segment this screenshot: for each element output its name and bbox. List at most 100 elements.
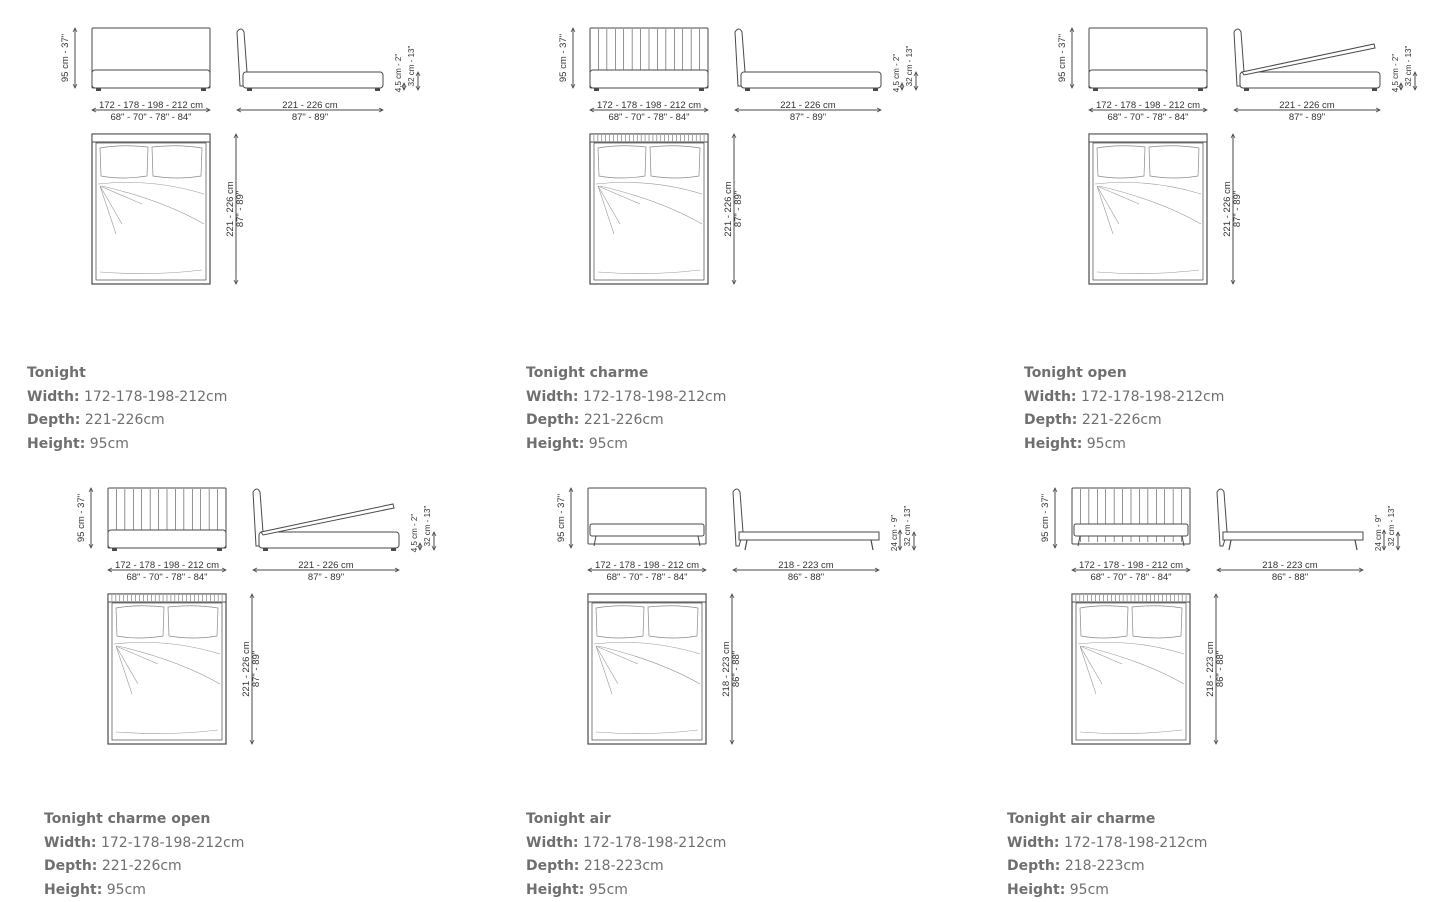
product-title: Tonight — [27, 362, 227, 386]
side-depth-label-cm: 221 - 226 cm — [298, 560, 354, 571]
plan-depth-label-in: 86" - 88" — [1215, 651, 1226, 687]
plan-outline — [1072, 594, 1190, 744]
front-foot — [594, 88, 599, 91]
plan-outline — [1089, 134, 1207, 284]
side-clearance-label: 4,5 cm - 2" — [892, 54, 901, 93]
side-clearance-label: 4,5 cm - 2" — [1391, 54, 1400, 93]
front-width-label-in: 68" - 70" - 78" - 84" — [608, 112, 689, 123]
front-base — [108, 530, 226, 548]
front-width-label-in: 68" - 70" - 78" - 84" — [126, 572, 207, 583]
product-title: Tonight charme — [526, 362, 726, 386]
plan-pillow-right — [152, 146, 202, 178]
side-depth-label-in: 86" - 88" — [1272, 572, 1308, 583]
plan-depth-label-in: 87" - 89" — [251, 651, 262, 687]
plan-mattress — [592, 603, 702, 740]
depth-spec: Depth: 221-226cm — [1024, 409, 1224, 433]
front-width-label-in: 68" - 70" - 78" - 84" — [1090, 572, 1171, 583]
side-foot — [873, 88, 878, 91]
plan-headboard — [1089, 134, 1207, 142]
side-depth-label-cm: 221 - 226 cm — [780, 100, 836, 111]
side-foot — [1244, 88, 1249, 91]
front-width-label-cm: 172 - 178 - 198 - 212 cm — [595, 560, 699, 571]
plan-depth-label-in: 86" - 88" — [731, 651, 742, 687]
side-clearance-label: 4,5 cm - 2" — [394, 54, 403, 93]
side-depth-label-cm: 221 - 226 cm — [1279, 100, 1335, 111]
side-depth-label-in: 86" - 88" — [788, 572, 824, 583]
plan-duvet-folds — [98, 182, 204, 273]
plan-depth-label-in: 87" - 89" — [1232, 191, 1243, 227]
product-title: Tonight charme open — [44, 808, 244, 832]
tonight-open-specs: Tonight open Width: 172-178-198-212cm De… — [1024, 362, 1224, 456]
plan-pillow-right — [168, 606, 218, 638]
side-foot — [1372, 88, 1377, 91]
width-spec: Width: 172-178-198-212cm — [526, 832, 726, 856]
front-height-label: 95 cm - 37" — [1057, 34, 1068, 82]
plan-pillow-left — [116, 606, 164, 638]
plan-depth-label-in: 87" - 89" — [733, 191, 744, 227]
plan-headboard — [588, 594, 706, 602]
height-spec: Height: 95cm — [526, 879, 726, 902]
tonight-air-charme-specs: Tonight air charme Width: 172-178-198-21… — [1007, 808, 1207, 902]
front-width-label-cm: 172 - 178 - 198 - 212 cm — [1079, 560, 1183, 571]
front-width-label-in: 68" - 70" - 78" - 84" — [110, 112, 191, 123]
plan-mattress — [594, 143, 704, 280]
plan-pillow-right — [648, 606, 698, 638]
plan-pillow-left — [100, 146, 148, 178]
side-bed-height-label: 32 cm - 13" — [903, 506, 912, 547]
plan-duvet-folds — [596, 182, 702, 273]
front-width-label-in: 68" - 70" - 78" - 84" — [1107, 112, 1188, 123]
front-foot — [1093, 88, 1098, 91]
front-height-label: 95 cm - 37" — [60, 34, 71, 82]
plan-pillow-left — [1097, 146, 1145, 178]
side-base — [259, 532, 399, 548]
depth-spec: Depth: 218-223cm — [526, 855, 726, 879]
height-spec: Height: 95cm — [44, 879, 244, 902]
front-height-label: 95 cm - 37" — [556, 494, 567, 542]
side-depth-label-cm: 218 - 223 cm — [1262, 560, 1318, 571]
side-base — [243, 72, 383, 88]
front-width-label-cm: 172 - 178 - 198 - 212 cm — [1096, 100, 1200, 111]
front-mattress-base — [1074, 524, 1188, 536]
width-spec: Width: 172-178-198-212cm — [27, 386, 227, 410]
plan-outline — [92, 134, 210, 284]
plan-duvet-folds — [594, 642, 700, 733]
front-base — [1089, 70, 1207, 88]
depth-spec: Depth: 221-226cm — [44, 855, 244, 879]
side-foot — [263, 548, 268, 551]
front-base — [92, 70, 210, 88]
front-width-label-cm: 172 - 178 - 198 - 212 cm — [115, 560, 219, 571]
side-clearance-label: 4,5 cm - 2" — [410, 514, 419, 553]
product-title: Tonight air charme — [1007, 808, 1207, 832]
tonight-air-specs: Tonight air Width: 172-178-198-212cm Dep… — [526, 808, 726, 902]
plan-pillow-left — [1080, 606, 1128, 638]
plan-mattress — [1076, 603, 1186, 740]
tonight-charme-open-specs: Tonight charme open Width: 172-178-198-2… — [44, 808, 244, 902]
width-spec: Width: 172-178-198-212cm — [526, 386, 726, 410]
plan-headboard — [92, 134, 210, 142]
tonight-specs: Tonight Width: 172-178-198-212cm Depth: … — [27, 362, 227, 456]
side-base — [1240, 72, 1380, 88]
plan-pillow-right — [1149, 146, 1199, 178]
width-spec: Width: 172-178-198-212cm — [1007, 832, 1207, 856]
height-spec: Height: 95cm — [1007, 879, 1207, 902]
side-depth-label-in: 87" - 89" — [790, 112, 826, 123]
width-spec: Width: 172-178-198-212cm — [44, 832, 244, 856]
side-base — [741, 72, 881, 88]
side-leg — [1355, 540, 1357, 550]
plan-mattress — [96, 143, 206, 280]
side-bed-height-label: 32 cm - 13" — [1387, 506, 1396, 547]
front-foot — [201, 88, 206, 91]
side-foot — [391, 548, 396, 551]
side-leg — [745, 540, 747, 550]
height-spec: Height: 95cm — [1024, 433, 1224, 457]
front-width-label-cm: 172 - 178 - 198 - 212 cm — [99, 100, 203, 111]
front-base — [590, 70, 708, 88]
side-bed-height-label: 32 cm - 13" — [905, 46, 914, 87]
